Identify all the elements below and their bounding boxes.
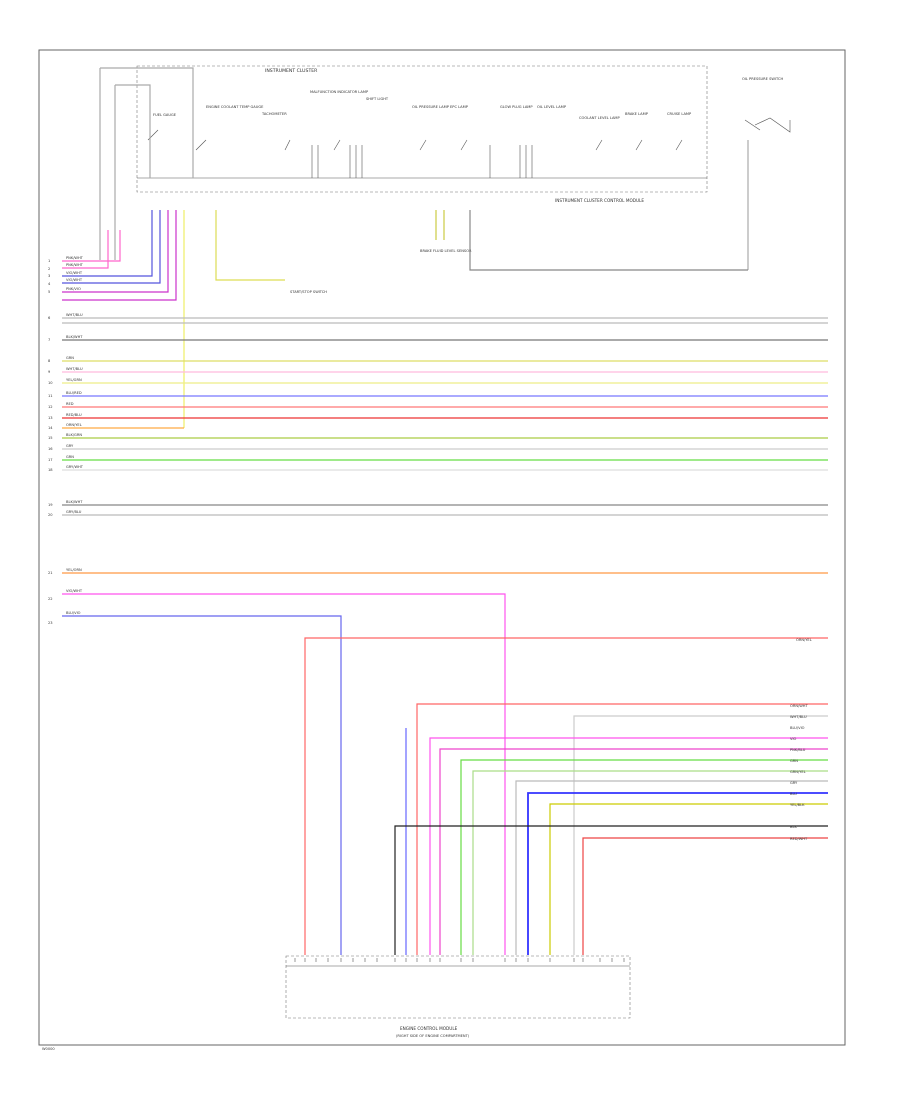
left-wire-label: PNK/WHT xyxy=(66,263,84,267)
left-wire-label: GRY xyxy=(66,444,74,448)
right-wire-label: VIO xyxy=(790,737,797,741)
figure-number: W0000 xyxy=(42,1047,55,1051)
pin-number: 23 xyxy=(48,621,53,625)
pin-number: 9 xyxy=(48,370,51,374)
left-wire-label: WHT/BLU xyxy=(66,367,83,371)
left-wire-label: GRY/BLU xyxy=(66,510,82,514)
cluster-item: BRAKE LAMP xyxy=(625,112,649,116)
pin-number: 4 xyxy=(48,282,51,286)
right-wire-labels: ORN/YEL ORN/WHT WHT/BLU BLU/VIO VIO PNK/… xyxy=(790,638,812,841)
right-wire-label: GRN xyxy=(790,759,798,763)
cluster-item: TACHOMETER xyxy=(261,112,287,116)
cluster-item: MALFUNCTION INDICATOR LAMP xyxy=(310,90,369,94)
left-wire-label: VIO/WHT xyxy=(66,271,83,275)
left-wire-label: BLK/GRN xyxy=(66,433,82,437)
cluster-item: COOLANT LEVEL LAMP xyxy=(579,116,621,120)
pin-number: 19 xyxy=(48,503,53,507)
cluster-item: SHIFT LIGHT xyxy=(366,97,389,101)
pin-number: 18 xyxy=(48,468,53,472)
instrument-cluster-title: INSTRUMENT CLUSTER xyxy=(265,68,318,74)
left-wire-label: BLK/WHT xyxy=(66,335,83,339)
instrument-cluster-module-label: INSTRUMENT CLUSTER CONTROL MODULE xyxy=(555,198,644,203)
cluster-item: CRUISE LAMP xyxy=(667,112,692,116)
pin-number: 5 xyxy=(48,290,50,294)
pin-number: 16 xyxy=(48,447,53,451)
cluster-item: GLOW PLUG LAMP xyxy=(500,105,533,109)
ecm-label: ENGINE CONTROL MODULE xyxy=(400,1026,458,1031)
brake-fluid-level-sensor: BRAKE FLUID LEVEL SENSOR xyxy=(420,249,472,253)
left-wire-label: YEL/GRN xyxy=(66,378,82,382)
left-wire-label: YEL/ORN xyxy=(66,568,82,572)
wires xyxy=(62,67,828,955)
left-wire-label: PNK/VIO xyxy=(66,287,81,291)
start-stop-switch: START/STOP SWITCH xyxy=(290,290,327,294)
cluster-item: OIL PRESSURE LAMP xyxy=(412,105,450,109)
pin-number: 14 xyxy=(48,426,53,430)
pin-number: 22 xyxy=(48,597,53,601)
pin-number: 21 xyxy=(48,571,53,575)
left-wire-label: ORN/YEL xyxy=(66,423,82,427)
right-wire-label: RED/WHT xyxy=(790,837,808,841)
start-stop-label: START/STOP SWITCH xyxy=(290,290,327,294)
right-wire-label: BLK xyxy=(790,825,797,829)
pin-number: 3 xyxy=(48,274,50,278)
right-wire-label: PNK/BLU xyxy=(790,748,806,752)
left-wire-label: BLU/RED xyxy=(66,391,82,395)
cluster-item: ENGINE COOLANT TEMP GAUGE xyxy=(206,105,264,109)
pin-number: 13 xyxy=(48,416,53,420)
pin-number: 12 xyxy=(48,405,53,409)
engine-control-module: ENGINE CONTROL MODULE (RIGHT SIDE OF ENG… xyxy=(285,955,631,1038)
cluster-item: FUEL GAUGE xyxy=(153,113,177,117)
pin-number: 15 xyxy=(48,436,53,440)
right-wire-label: BLU xyxy=(790,792,797,796)
ecm-sub-label: (RIGHT SIDE OF ENGINE COMPARTMENT) xyxy=(396,1034,470,1038)
left-wire-label: RED xyxy=(66,402,74,406)
oil-pressure-switch: OIL PRESSURE SWITCH xyxy=(742,77,791,270)
left-wire-label: GRN xyxy=(66,356,74,360)
left-wire-label: PNK/WHT xyxy=(66,256,84,260)
left-wire-label: RED/BLU xyxy=(66,413,82,417)
oil-pressure-switch-label: OIL PRESSURE SWITCH xyxy=(742,77,783,81)
brake-fluid-label: BRAKE FLUID LEVEL SENSOR xyxy=(420,249,472,253)
left-wire-label: VIO/WHT xyxy=(66,589,83,593)
pin-number: 17 xyxy=(48,458,53,462)
cluster-item: OIL LEVEL LAMP xyxy=(537,105,567,109)
right-wire-label: ORN/WHT xyxy=(790,704,808,708)
left-wire-label: VIO/WHT xyxy=(66,278,83,282)
diagram-frame xyxy=(38,49,846,1046)
right-wire-label: WHT/BLU xyxy=(790,715,807,719)
left-wire-label: WHT/BLU xyxy=(66,313,83,317)
left-wire-label: GRY/WHT xyxy=(66,465,84,469)
pin-number: 1 xyxy=(48,259,50,263)
right-wire-label: YEL/BLK xyxy=(790,803,805,807)
pin-number: 7 xyxy=(48,338,50,342)
pin-number: 20 xyxy=(48,513,53,517)
left-wire-label: BLU/VIO xyxy=(66,611,81,615)
pin-number: 11 xyxy=(48,394,53,398)
right-wire-label: ORN/YEL xyxy=(796,638,812,642)
left-wire-label: BLK/WHT xyxy=(66,500,83,504)
pin-number: 10 xyxy=(48,381,53,385)
left-pin-numbers: 1 2 3 4 5 6 7 8 9 10 11 12 13 14 15 16 1… xyxy=(48,259,53,625)
pin-number: 8 xyxy=(48,359,51,363)
pin-number: 6 xyxy=(48,316,51,320)
pin-number: 2 xyxy=(48,267,50,271)
right-wire-label: GRN/YEL xyxy=(790,770,806,774)
right-wire-label: BLU/VIO xyxy=(790,726,805,730)
cluster-item: EPC LAMP xyxy=(450,105,469,109)
right-wire-label: GRY xyxy=(790,781,798,785)
ecm-pins xyxy=(294,958,625,962)
left-wire-label: GRN xyxy=(66,455,74,459)
instrument-cluster: INSTRUMENT CLUSTER INSTRUMENT CLUSTER CO… xyxy=(136,65,708,203)
left-wire-labels: PNK/WHT PNK/WHT VIO/WHT VIO/WHT PNK/VIO … xyxy=(66,256,84,615)
